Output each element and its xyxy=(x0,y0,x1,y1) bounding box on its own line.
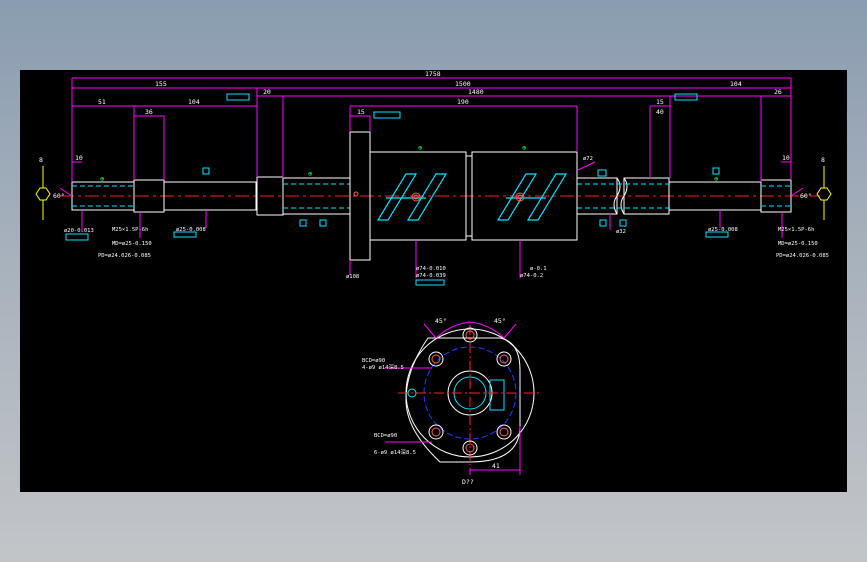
ann-nut-2: ø-0.1 xyxy=(530,266,547,272)
screw-shaft xyxy=(71,176,792,216)
section-bcd2: BCD=ø90 xyxy=(374,433,397,439)
dim-20: 20 xyxy=(263,88,271,96)
right-annotations: ø25-0.008 M25×1.5P-6h MD=ø25-0.150 PD=ø2… xyxy=(708,227,829,259)
section-width: 41 xyxy=(492,462,500,470)
nut-symbols: ⊕ ⊕ ⊕ ⊕ ⊕ xyxy=(100,144,719,183)
ann-left-4: ø25-0.008 xyxy=(176,227,206,233)
dim-15b: 15 xyxy=(656,98,664,106)
dimension-lines xyxy=(59,77,804,278)
dim-overall: 1758 xyxy=(425,70,441,78)
thread-hidden-lines xyxy=(72,183,791,209)
dim-51: 51 xyxy=(98,98,106,106)
ann-right-1: M25×1.5P-6h xyxy=(778,227,814,233)
angle-left: 60° xyxy=(53,192,65,200)
dimension-texts: 1758 155 1500 104 20 1480 26 51 104 36 1… xyxy=(39,70,825,325)
ann-right-3: PD=ø24.026-0.085 xyxy=(776,253,829,259)
nut-annotation-texts: ø74-0.010 ø74-0.039 ø-0.1 ø74-0.2 ø108 ø… xyxy=(346,156,626,280)
dim-right-end: 104 xyxy=(730,80,742,88)
dim-10a: 10 xyxy=(75,154,83,162)
dim-thread-len2: 1480 xyxy=(468,88,484,96)
ann-nut-6: ø72 xyxy=(583,156,593,162)
dim-thread-len: 1500 xyxy=(455,80,471,88)
ann-left-0: ø20-0.013 xyxy=(64,228,94,234)
datum-marks xyxy=(65,93,729,286)
cad-drawing-canvas[interactable]: ⊕ ⊕ ⊕ ⊕ ⊕ xyxy=(20,70,847,492)
section-bcd2-holes: 6-ø9 ø14深8.5 xyxy=(374,448,416,456)
drawing-svg: ⊕ ⊕ ⊕ ⊕ ⊕ xyxy=(35,70,832,486)
ann-nut-4: ø108 xyxy=(346,274,359,280)
svg-text:⊕: ⊕ xyxy=(418,144,423,152)
ann-right-2: MD=ø25-0.150 xyxy=(778,241,818,247)
dim-40: 40 xyxy=(656,108,664,116)
nut-balls xyxy=(353,191,525,202)
dim-left-end: 155 xyxy=(155,80,167,88)
dim-8b: 8 xyxy=(821,156,825,164)
left-annotations: ø20-0.013 M25×1.5P-6h MD=ø25-0.150 PD=ø2… xyxy=(64,227,206,259)
ann-left-1: M25×1.5P-6h xyxy=(112,227,148,233)
nut-return-paths xyxy=(376,173,568,221)
ann-left-2: MD=ø25-0.150 xyxy=(112,241,152,247)
dim-10b: 10 xyxy=(782,154,790,162)
flange-section xyxy=(385,321,540,475)
right-end-hex xyxy=(816,166,832,220)
section-texts: BCD=ø90 4-ø9 ø14深8.5 BCD=ø90 6-ø9 ø14深8.… xyxy=(362,358,500,486)
dim-15a: 15 xyxy=(357,108,365,116)
dim-36: 36 xyxy=(145,108,153,116)
angle-top-left: 45° xyxy=(435,317,447,325)
angle-right: 60° xyxy=(800,192,812,200)
left-end-hex xyxy=(35,166,51,220)
angle-top-right: 45° xyxy=(494,317,506,325)
ann-nut-3: ø74-0.2 xyxy=(520,273,543,279)
dim-8a: 8 xyxy=(39,156,43,164)
section-bcd1-holes: 4-ø9 ø14深8.5 xyxy=(362,363,404,371)
svg-text:⊕: ⊕ xyxy=(308,170,313,178)
ball-nut xyxy=(349,131,578,261)
dim-104: 104 xyxy=(188,98,200,106)
ann-nut-1: ø74-0.039 xyxy=(416,273,446,279)
dim-nut-len: 190 xyxy=(457,98,469,106)
section-bcd1: BCD=ø90 xyxy=(362,358,385,364)
ann-right-0: ø25-0.008 xyxy=(708,227,738,233)
ann-left-3: PD=ø24.026-0.085 xyxy=(98,253,151,259)
svg-text:⊕: ⊕ xyxy=(522,144,527,152)
ann-nut-5: ø32 xyxy=(616,229,626,235)
svg-text:⊕: ⊕ xyxy=(714,175,719,183)
ann-nut-0: ø74-0.010 xyxy=(416,266,446,272)
dim-26: 26 xyxy=(774,88,782,96)
svg-text:⊕: ⊕ xyxy=(100,175,105,183)
section-bottom-label: D?? xyxy=(462,478,474,486)
